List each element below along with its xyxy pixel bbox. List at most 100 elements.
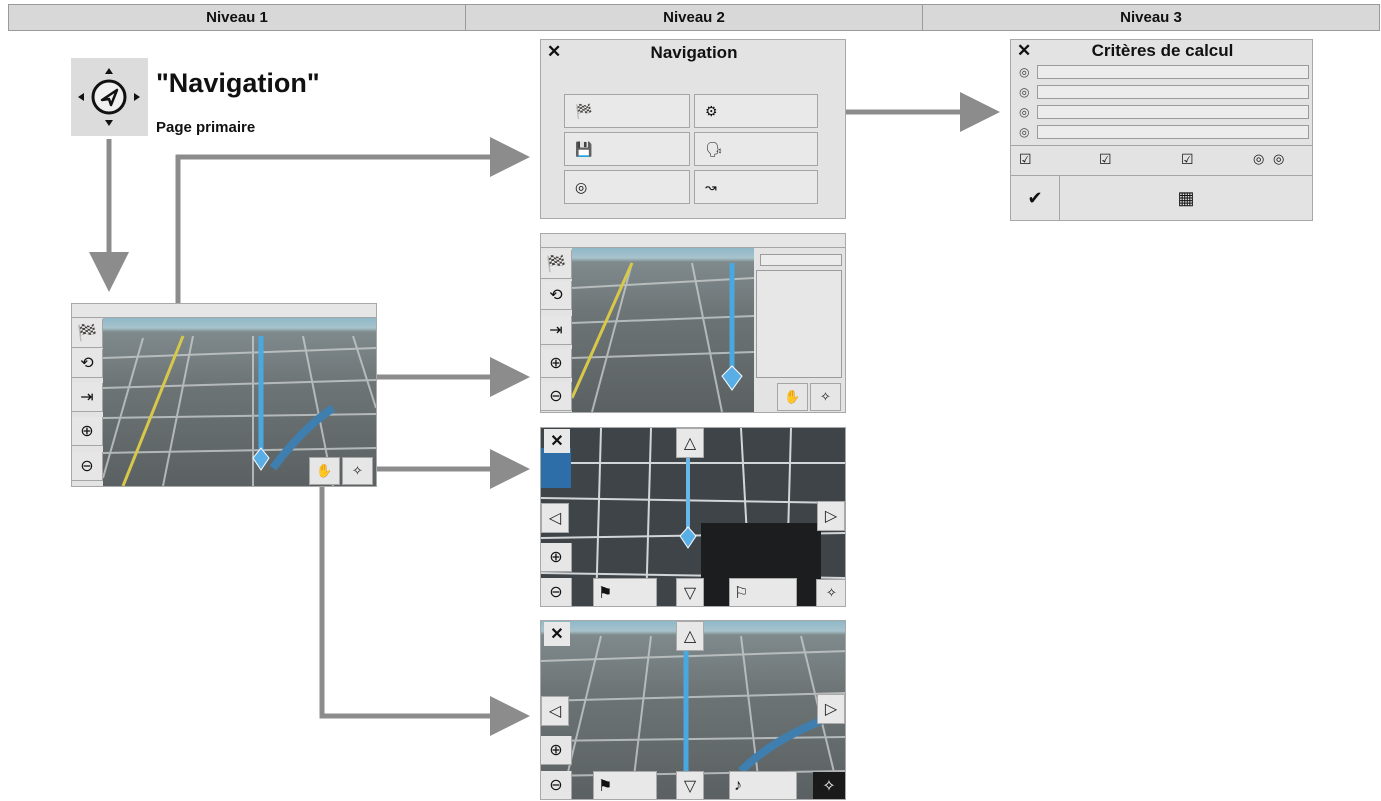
zoom-out-button[interactable]: ⊖: [541, 578, 572, 606]
pan-down-button[interactable]: ▽: [676, 578, 704, 606]
status-bar: [541, 234, 845, 248]
save-icon: 💾: [575, 140, 593, 157]
info-field: [760, 254, 842, 266]
route-criteria-panel: ✕ Critères de calcul ◎ ◎ ◎ ◎ ☑ ☑ ☑ ◎ ◎ ✔…: [1010, 39, 1313, 221]
criteria-field: [1037, 85, 1309, 99]
info-panel: [756, 270, 842, 378]
pan-button[interactable]: ✋: [777, 383, 808, 411]
add-waypoint-button[interactable]: ⚐: [729, 578, 797, 606]
close-icon[interactable]: ✕: [544, 429, 570, 453]
pan-left-button[interactable]: ◁: [541, 696, 569, 726]
destination-flag-icon: 🏁: [575, 102, 593, 119]
music-button[interactable]: ♪: [729, 771, 797, 799]
radio-icon[interactable]: ◎: [1253, 151, 1265, 166]
zoom-in-button[interactable]: ⊕: [541, 349, 572, 378]
route-icon: ↝: [705, 178, 717, 195]
confirm-button[interactable]: ✔: [1011, 176, 1060, 220]
destination-flag-icon: 🏁: [546, 256, 566, 273]
level1-subtitle: Page primaire: [156, 119, 256, 136]
exit-icon: ⇥: [549, 322, 563, 339]
divider: [1011, 145, 1312, 146]
zoom-out-icon: ⊖: [549, 584, 563, 601]
radio-icon[interactable]: ◎: [1019, 105, 1030, 119]
criteria-option-row[interactable]: ◎: [1019, 104, 1309, 120]
zoom-out-button[interactable]: ⊖: [541, 382, 572, 411]
radio-icon[interactable]: ◎: [1019, 85, 1030, 99]
triangle-left-icon: ◁: [548, 510, 562, 527]
triangle-down-icon: ▽: [683, 585, 697, 602]
position-button[interactable]: ◎: [564, 170, 690, 204]
compass-button[interactable]: ✧: [816, 579, 845, 606]
triangle-right-icon: ▷: [824, 508, 838, 525]
compass-button[interactable]: ✧: [813, 772, 845, 799]
pan-map-screen: ✕ △ ◁ ▷ ▽ ⊕ ⊖ ⚑ ⚐ ✧: [540, 427, 846, 607]
map-view[interactable]: [572, 248, 754, 412]
zoom-in-button[interactable]: ⊕: [72, 417, 103, 446]
pan-up-button[interactable]: △: [676, 428, 704, 458]
pan-right-button[interactable]: ▷: [817, 694, 845, 724]
pan-down-button[interactable]: ▽: [676, 771, 704, 799]
destination-button[interactable]: 🏁: [564, 94, 690, 128]
destination-timer-icon: ⚑: [598, 778, 613, 795]
navigation-compass-icon: [78, 68, 140, 126]
radio-icon[interactable]: ◎: [1019, 125, 1030, 139]
compass-icon: ✧: [820, 389, 831, 404]
criteria-field: [1037, 125, 1309, 139]
route-button[interactable]: ↝: [694, 170, 818, 204]
zoom-out-icon: ⊖: [549, 777, 563, 794]
exit-button[interactable]: ⇥: [541, 316, 572, 345]
exit-button[interactable]: ⇥: [72, 383, 103, 412]
pan-right-button[interactable]: ▷: [817, 501, 845, 531]
zoom-out-icon: ⊖: [549, 388, 563, 405]
map-roads-icon: [572, 262, 754, 412]
close-icon[interactable]: ✕: [544, 622, 570, 646]
checkbox-icon[interactable]: ☑: [1019, 151, 1032, 167]
criteria-field: [1037, 105, 1309, 119]
triangle-right-icon: ▷: [824, 701, 838, 718]
destination-flag-button[interactable]: 🏁: [541, 250, 572, 279]
criteria-option-row[interactable]: ◎: [1019, 84, 1309, 100]
level1-map-screen: 🏁 ⟲ ⇥ ⊕ ⊖ ✋ ✧: [71, 303, 377, 487]
compass-button[interactable]: ✧: [342, 457, 373, 485]
route-options-button[interactable]: ⟲: [541, 281, 572, 310]
checkbox-icon[interactable]: ☑: [1099, 151, 1112, 167]
compass-button[interactable]: ✧: [810, 383, 841, 411]
pan-button[interactable]: ✋: [309, 457, 340, 485]
zoom-in-button[interactable]: ⊕: [541, 543, 572, 572]
divider: [1011, 175, 1312, 176]
criteria-option-row[interactable]: ◎: [1019, 64, 1309, 80]
destination-flag-icon: 🏁: [77, 325, 97, 342]
close-icon[interactable]: ✕: [547, 42, 562, 61]
triangle-left-icon: ◁: [548, 703, 562, 720]
route-options-icon: ⟲: [549, 287, 563, 304]
level1-title: "Navigation": [156, 68, 320, 98]
route-options-button[interactable]: ⟲: [72, 349, 103, 378]
zoom-in-button[interactable]: ⊕: [541, 736, 572, 765]
pan-left-button[interactable]: ◁: [541, 503, 569, 533]
navigation-shortcut[interactable]: [71, 58, 148, 136]
radio-icon[interactable]: ◎: [1019, 65, 1030, 79]
destination-timer-button[interactable]: ⚑: [593, 578, 657, 606]
destination-flag-button[interactable]: 🏁: [72, 319, 103, 348]
map-view-button[interactable]: ▦: [1060, 176, 1312, 220]
route-criteria-button[interactable]: ⚙: [694, 94, 818, 128]
level-2-header: Niveau 2: [466, 5, 923, 30]
zoom-out-button[interactable]: ⊖: [72, 452, 103, 481]
navigation-menu-title: Navigation: [650, 43, 738, 62]
triangle-up-icon: △: [683, 628, 697, 645]
checkbox-icon[interactable]: ☑: [1181, 151, 1194, 167]
voice-button[interactable]: 🗣: [694, 132, 818, 166]
radio-icon[interactable]: ◎: [1273, 151, 1285, 166]
save-button[interactable]: 💾: [564, 132, 690, 166]
destination-timer-button[interactable]: ⚑: [593, 771, 657, 799]
destination-timer-icon: ⚑: [598, 585, 613, 602]
criteria-field: [1037, 65, 1309, 79]
compass-icon: ✧: [822, 778, 836, 795]
close-icon[interactable]: ✕: [1017, 41, 1032, 60]
level-1-header: Niveau 1: [9, 5, 466, 30]
criteria-option-row[interactable]: ◎: [1019, 124, 1309, 140]
zoom-out-button[interactable]: ⊖: [541, 771, 572, 799]
zoom-in-icon: ⊕: [549, 355, 563, 372]
pan-up-button[interactable]: △: [676, 621, 704, 651]
compass-icon: ✧: [352, 463, 363, 478]
